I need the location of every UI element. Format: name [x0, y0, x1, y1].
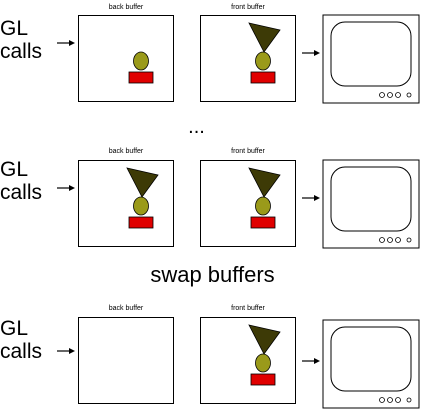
monitor-icon: [322, 159, 422, 256]
back-buffer-content: [128, 51, 154, 84]
front-buffer-content: [248, 167, 281, 229]
back-buffer-content: [126, 167, 159, 229]
rect-shape: [250, 373, 276, 386]
back-buffer: [78, 15, 174, 102]
monitor-icon: [322, 14, 422, 111]
row-1: GL calls back buffer front buffer: [0, 0, 425, 110]
oval-shape: [255, 51, 271, 71]
back-buffer-label: back buffer: [108, 148, 144, 155]
monitor-drawing: [322, 14, 420, 104]
monitor-drawing: [322, 319, 420, 409]
back-buffer-label: back buffer: [108, 4, 144, 11]
arrow-icon: [57, 40, 75, 46]
ellipsis: ...: [188, 116, 205, 138]
arrow-icon: [57, 348, 75, 354]
gl-calls-label: GL calls: [0, 317, 42, 363]
back-buffer: [78, 160, 174, 247]
triangle-shape: [248, 22, 281, 53]
gl-label-line2: calls: [0, 40, 43, 63]
triangle-shape: [248, 167, 281, 198]
front-buffer-content: [248, 324, 281, 386]
rect-shape: [250, 71, 276, 84]
triangle-shape: [126, 167, 159, 198]
front-buffer: [200, 15, 296, 102]
arrow-icon: [57, 185, 75, 191]
arrow-icon: [302, 50, 320, 56]
row-3: GL calls back buffer front buffer: [0, 304, 425, 414]
rect-shape: [250, 216, 276, 229]
front-buffer: [200, 317, 296, 404]
gl-label-line1: GL: [0, 158, 29, 181]
rect-shape: [128, 71, 154, 84]
swap-buffers-label: swap buffers: [150, 262, 275, 287]
oval-shape: [255, 353, 271, 373]
gl-label-line2: calls: [0, 181, 43, 204]
gl-calls-label: GL calls: [0, 17, 42, 63]
back-buffer-content: [79, 318, 173, 403]
gl-label-line1: GL: [0, 17, 29, 40]
triangle-shape: [248, 324, 281, 355]
front-buffer: [200, 160, 296, 247]
front-buffer-label: front buffer: [231, 305, 265, 312]
front-buffer-content: [248, 22, 281, 84]
oval-shape: [133, 51, 149, 71]
oval-shape: [133, 196, 149, 216]
back-buffer-label: back buffer: [108, 305, 144, 312]
front-buffer-label: front buffer: [231, 4, 265, 11]
arrow-icon: [302, 358, 320, 364]
monitor-icon: [322, 319, 422, 416]
gl-label-line1: GL: [0, 317, 29, 340]
row-2: GL calls back buffer front buffer: [0, 148, 425, 258]
back-buffer: [78, 317, 174, 404]
monitor-drawing: [322, 159, 420, 249]
gl-label-line2: calls: [0, 340, 43, 363]
oval-shape: [255, 196, 271, 216]
rect-shape: [128, 216, 154, 229]
front-buffer-label: front buffer: [231, 148, 265, 155]
gl-calls-label: GL calls: [0, 158, 42, 204]
arrow-icon: [302, 195, 320, 201]
